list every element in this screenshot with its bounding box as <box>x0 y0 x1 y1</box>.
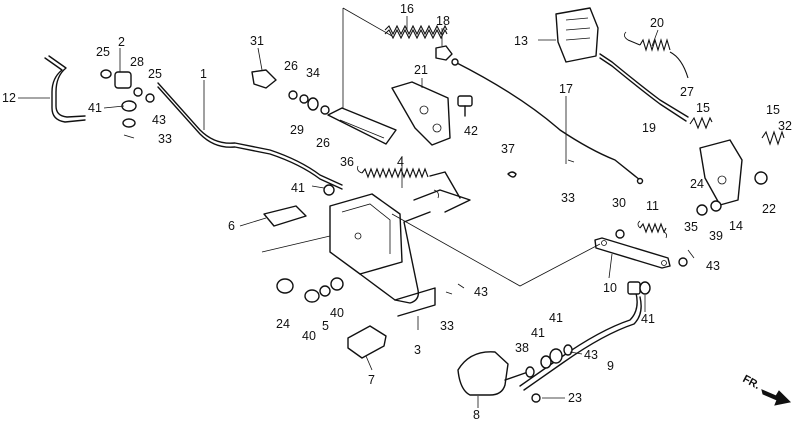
callout-6: 6 <box>228 219 235 233</box>
part-rod-9 <box>519 281 642 391</box>
callout-40a: 40 <box>330 306 344 320</box>
callout-8: 8 <box>473 408 480 422</box>
part-clip-37 <box>507 171 517 178</box>
part-rod-17 <box>451 58 644 185</box>
callout-19: 19 <box>642 121 656 135</box>
callout-27: 27 <box>680 85 694 99</box>
part-frame-3 <box>329 171 471 317</box>
part-screw-23 <box>531 393 541 403</box>
callout-15a: 15 <box>696 101 710 115</box>
callout-33c: 33 <box>440 319 454 333</box>
callout-26a: 26 <box>284 59 298 73</box>
part-spring-15 <box>761 130 785 146</box>
part-arm-14 <box>699 139 743 206</box>
callout-30: 30 <box>612 196 626 210</box>
callout-10: 10 <box>603 281 617 295</box>
front-direction-arrow-icon <box>761 389 792 406</box>
part-spring-4 <box>357 165 439 199</box>
callout-39: 39 <box>709 229 723 243</box>
part-bar-36 <box>327 107 397 145</box>
callout-3: 3 <box>414 343 421 357</box>
part-nut-18 <box>435 45 453 61</box>
callout-38: 38 <box>515 341 529 355</box>
callout-17: 17 <box>559 82 573 96</box>
part-washers-right <box>687 200 722 259</box>
callout-11: 11 <box>646 199 659 213</box>
part-spring-27 <box>689 116 713 130</box>
part-hardware-cluster-left <box>100 69 155 139</box>
callout-14: 14 <box>729 219 743 233</box>
callout-31: 31 <box>250 34 264 48</box>
callout-35: 35 <box>684 220 698 234</box>
assembly-guide-line <box>391 213 601 287</box>
leader-lines <box>18 7 659 408</box>
callout-20: 20 <box>650 16 664 30</box>
part-block-7 <box>347 325 387 359</box>
callout-16: 16 <box>400 2 414 16</box>
front-direction-indicator: FR. <box>741 373 792 406</box>
part-rod-12 <box>44 55 86 123</box>
part-bracket-21 <box>391 81 451 146</box>
callout-41d: 41 <box>531 326 545 340</box>
callout-36: 36 <box>340 155 354 169</box>
part-spring-11 <box>637 220 668 239</box>
part-bolt-42 <box>457 95 473 117</box>
callout-33b: 33 <box>561 191 575 205</box>
callout-21: 21 <box>414 63 428 77</box>
part-spring-16 <box>384 24 448 40</box>
callout-24a: 24 <box>690 177 704 191</box>
part-washers-center <box>288 90 330 115</box>
callout-26b: 26 <box>316 136 330 150</box>
part-pedal-8 <box>457 351 529 396</box>
callout-4: 4 <box>397 155 404 169</box>
callout-41c: 41 <box>549 311 563 325</box>
callout-41e: 41 <box>641 312 655 326</box>
callout-15b: 15 <box>766 103 780 117</box>
callout-43c: 43 <box>474 285 488 299</box>
callout-41b: 41 <box>291 181 305 195</box>
callout-32: 32 <box>778 119 792 133</box>
callout-34: 34 <box>306 66 320 80</box>
part-bracket-31 <box>251 69 277 89</box>
callout-12: 12 <box>2 91 16 105</box>
callout-5: 5 <box>322 319 329 333</box>
part-cover-13 <box>555 7 599 63</box>
part-rod-19 <box>599 53 689 122</box>
callout-13: 13 <box>514 34 528 48</box>
callout-29: 29 <box>290 123 304 137</box>
part-bolt-22 <box>754 171 768 185</box>
callout-41a: 41 <box>88 101 102 115</box>
part-rod-1 <box>157 82 343 190</box>
callout-25a: 25 <box>96 45 110 59</box>
part-washers-rod-9 <box>525 281 651 378</box>
callout-24b: 24 <box>276 317 290 331</box>
callout-33a: 33 <box>158 132 172 146</box>
callout-9: 9 <box>607 359 614 373</box>
callout-23: 23 <box>568 391 582 405</box>
callout-18: 18 <box>436 14 450 28</box>
callout-40b: 40 <box>302 329 316 343</box>
part-washers-bottom-left <box>276 277 344 303</box>
front-direction-label: FR. <box>741 373 762 392</box>
callout-43d: 43 <box>584 348 598 362</box>
callout-43a: 43 <box>152 113 166 127</box>
callout-7: 7 <box>368 373 375 387</box>
callout-22: 22 <box>762 202 776 216</box>
callout-1: 1 <box>200 67 207 81</box>
callout-42: 42 <box>464 124 478 138</box>
callout-37: 37 <box>501 142 515 156</box>
part-spring-20 <box>624 31 689 79</box>
part-lever-10 <box>594 229 688 269</box>
part-small-clips <box>323 159 575 295</box>
callout-2: 2 <box>118 35 125 49</box>
callout-43b: 43 <box>706 259 720 273</box>
part-pad-6 <box>263 205 307 227</box>
callout-25b: 25 <box>148 67 162 81</box>
callout-28: 28 <box>130 55 144 69</box>
